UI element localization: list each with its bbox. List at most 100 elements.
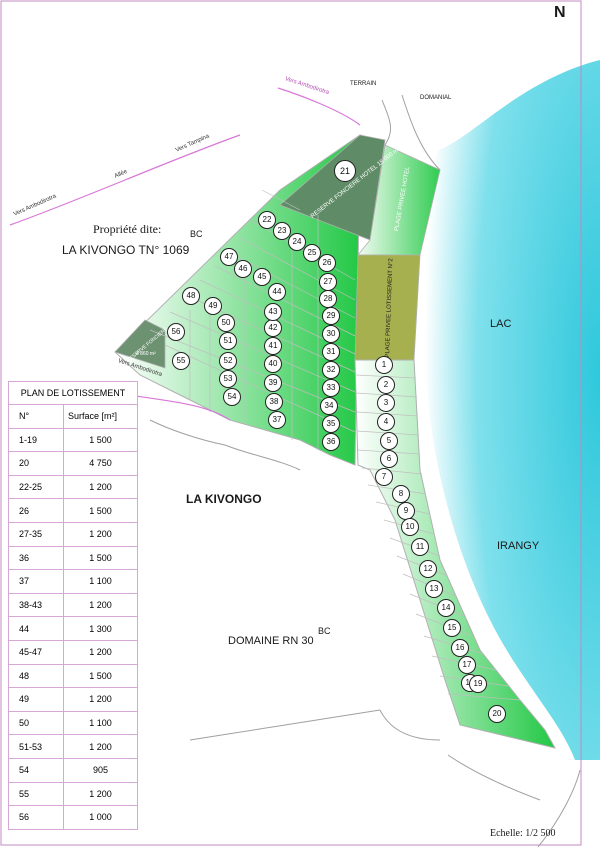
label-irangy: IRANGY <box>497 540 540 552</box>
lot-marker[interactable]: 17 <box>458 656 476 674</box>
lot-marker[interactable]: 16 <box>451 639 469 657</box>
legend-cell-no: 51-53 <box>8 734 64 759</box>
lot-marker[interactable]: 54 <box>223 388 241 406</box>
lot-marker[interactable]: 15 <box>443 619 461 637</box>
lot-marker[interactable]: 6 <box>380 450 398 468</box>
lot-marker[interactable]: 26 <box>318 254 336 272</box>
lot-marker[interactable]: 35 <box>322 415 340 433</box>
lot-marker[interactable]: 4 <box>377 413 395 431</box>
lot-marker[interactable]: 47 <box>220 248 238 266</box>
lot-marker[interactable]: 29 <box>322 307 340 325</box>
lot-marker[interactable]: 21 <box>334 160 356 182</box>
lot-marker[interactable]: 23 <box>273 222 291 240</box>
lake-area <box>424 60 600 760</box>
lot-marker[interactable]: 19 <box>469 675 487 693</box>
legend-cell-no: 50 <box>8 710 64 736</box>
lot-marker[interactable]: 31 <box>322 343 340 361</box>
lot-marker[interactable]: 48 <box>182 287 200 305</box>
lot-marker[interactable]: 30 <box>322 325 340 343</box>
lot-marker[interactable]: 45 <box>253 268 271 286</box>
legend-table: PLAN DE LOTISSEMENT N° Surface [m²] 1-19… <box>8 381 138 830</box>
lot-marker[interactable]: 49 <box>204 297 222 315</box>
lot-marker[interactable]: 3 <box>377 394 395 412</box>
lot-marker[interactable]: 25 <box>303 244 321 262</box>
label-domaine: DOMAINE RN 30 <box>228 635 314 647</box>
lot-marker[interactable]: 51 <box>219 332 237 350</box>
legend-cell-surface: 1 500 <box>63 545 138 571</box>
legend-cell-surface: 1 200 <box>63 781 138 807</box>
legend-cell-no: 26 <box>8 498 64 523</box>
lot-marker[interactable]: 7 <box>375 468 393 486</box>
legend-cell-no: 54 <box>8 757 64 783</box>
lot-marker[interactable]: 53 <box>219 370 237 388</box>
legend-cell-surface: 1 500 <box>63 427 138 453</box>
north-indicator: N <box>554 4 566 21</box>
lot-marker[interactable]: 52 <box>219 352 237 370</box>
legend-cell-no: 49 <box>8 687 64 712</box>
block-west <box>114 134 361 466</box>
lot-marker[interactable]: 20 <box>488 705 506 723</box>
lot-marker[interactable]: 50 <box>217 314 235 332</box>
legend-header-row: N° Surface [m²] <box>8 404 138 429</box>
legend-col-no: N° <box>8 404 64 429</box>
lot-marker[interactable]: 41 <box>264 337 282 355</box>
lot-marker[interactable]: 56 <box>167 323 185 341</box>
lot-marker[interactable]: 22 <box>258 211 276 229</box>
lot-marker[interactable]: 13 <box>425 580 443 598</box>
lot-marker[interactable]: 40 <box>264 355 282 373</box>
lot-marker[interactable]: 37 <box>268 411 286 429</box>
legend-cell-no: 20 <box>8 451 64 476</box>
zone-reserve-left <box>114 319 166 369</box>
legend-cell-surface: 1 500 <box>63 663 138 689</box>
lot-marker[interactable]: 36 <box>322 433 340 451</box>
label-domaine-bc: BC <box>318 626 331 636</box>
legend-cell-surface: 1 200 <box>63 474 138 500</box>
lot-marker[interactable]: 28 <box>319 290 337 308</box>
lot-marker[interactable]: 2 <box>377 376 395 394</box>
lot-marker[interactable]: 27 <box>319 273 337 291</box>
lot-marker[interactable]: 34 <box>320 397 338 415</box>
lot-marker[interactable]: 39 <box>264 374 282 392</box>
lot-marker[interactable]: 44 <box>268 283 286 301</box>
lot-marker[interactable]: 12 <box>419 560 437 578</box>
lot-marker[interactable]: 9 <box>397 502 415 520</box>
zone-reserve-hotel <box>279 134 386 241</box>
lot-marker[interactable]: 8 <box>392 485 410 503</box>
legend-cell-surface: 905 <box>63 757 138 783</box>
lot-marker[interactable]: 11 <box>411 538 429 556</box>
legend-cell-surface: 1 100 <box>63 710 138 736</box>
lot-marker[interactable]: 38 <box>265 393 283 411</box>
label-lac: LAC <box>490 318 512 330</box>
lot-marker[interactable]: 10 <box>401 518 419 536</box>
legend-cell-surface: 1 500 <box>63 498 138 523</box>
lot-marker[interactable]: 24 <box>288 233 306 251</box>
lot-marker[interactable]: 33 <box>322 379 340 397</box>
legend-title-row: PLAN DE LOTISSEMENT <box>8 381 138 405</box>
lot-marker[interactable]: 55 <box>172 352 190 370</box>
lot-marker[interactable]: 43 <box>264 303 282 321</box>
legend-cell-no: 22-25 <box>8 474 64 500</box>
legend-cell-surface: 1 100 <box>63 569 138 594</box>
lot-marker[interactable]: 46 <box>234 260 252 278</box>
lot-marker[interactable]: 32 <box>322 361 340 379</box>
lot-marker[interactable]: 42 <box>264 319 282 337</box>
paths <box>149 94 581 847</box>
legend-cell-no: 44 <box>8 616 64 641</box>
legend-cell-no: 37 <box>8 569 64 594</box>
lot-marker[interactable]: 5 <box>380 432 398 450</box>
label-kivongo: LA KIVONGO <box>186 492 262 506</box>
lot-marker[interactable]: 1 <box>375 356 393 374</box>
lot-marker[interactable]: 14 <box>437 599 455 617</box>
